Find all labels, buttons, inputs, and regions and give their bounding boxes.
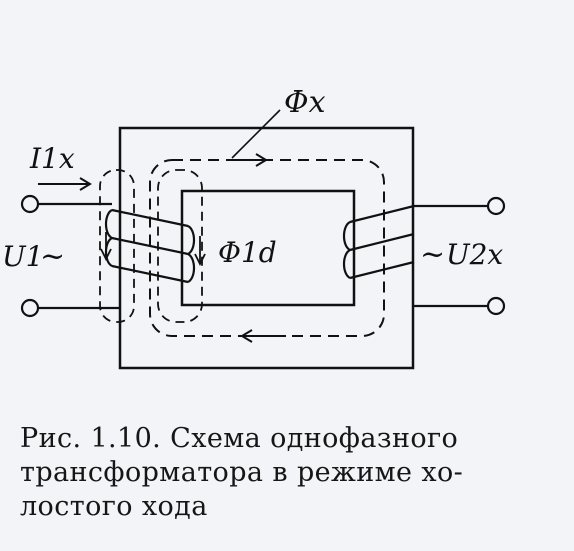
leakage-arrow-right bbox=[194, 236, 206, 267]
caption-line-1: Рис. 1.10. Схема однофазного bbox=[20, 423, 459, 454]
secondary-leads bbox=[414, 204, 488, 308]
primary-leads bbox=[38, 202, 120, 310]
primary-voltage-label: U1 bbox=[2, 240, 43, 273]
primary-winding bbox=[104, 208, 196, 284]
primary-terminal-bottom bbox=[20, 298, 40, 318]
secondary-winding bbox=[342, 204, 415, 280]
secondary-terminal-top bbox=[486, 196, 506, 216]
flux-arrow-bottom bbox=[240, 329, 286, 343]
leakage-flux-paths bbox=[99, 169, 203, 323]
current-label: I1x bbox=[29, 142, 75, 175]
flux-arrow-top bbox=[228, 153, 268, 167]
main-flux-label: Φx bbox=[284, 85, 326, 120]
primary-tilde: ~ bbox=[40, 239, 65, 274]
core-outer bbox=[118, 126, 415, 370]
primary-terminal-top bbox=[20, 194, 40, 214]
current-arrow bbox=[38, 177, 92, 191]
leakage-flux-label: Φ1d bbox=[218, 236, 277, 269]
caption-line-3: лостого хода bbox=[20, 491, 208, 522]
caption-line-2: трансформатора в режиме хо- bbox=[20, 457, 464, 488]
figure-caption: Рис. 1.10. Схема однофазного трансформат… bbox=[20, 422, 560, 524]
secondary-terminal-bottom bbox=[486, 296, 506, 316]
secondary-tilde: ~ bbox=[420, 237, 445, 272]
secondary-voltage-label: U2x bbox=[446, 238, 503, 271]
leakage-flux-right bbox=[157, 169, 203, 323]
flux-leader-line bbox=[231, 109, 281, 159]
leakage-flux-left bbox=[99, 169, 135, 323]
